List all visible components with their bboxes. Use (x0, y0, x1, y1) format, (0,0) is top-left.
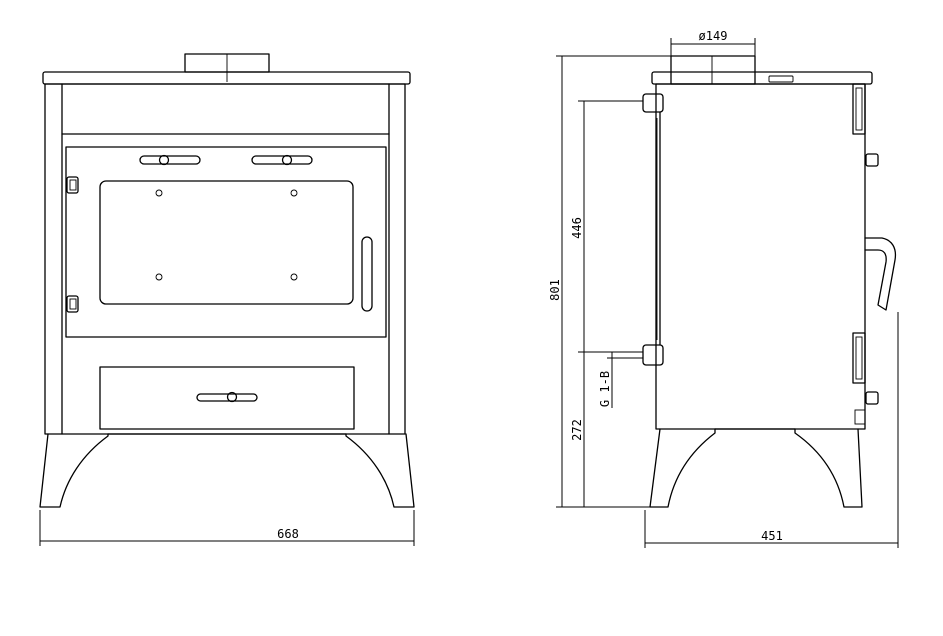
front-view: 668 (39, 53, 415, 546)
side-flue-collar (670, 55, 756, 85)
dimension-leg-height: 272 (570, 352, 585, 507)
side-body (655, 83, 866, 430)
flue-diameter-label: ø149 (699, 29, 728, 43)
dimension-door-height: 446 (570, 100, 643, 353)
door-hinge-top (66, 176, 79, 194)
front-top-plate (42, 71, 411, 85)
side-view: 451 ø149 801 446 272 (548, 29, 899, 548)
side-leg-front (649, 428, 716, 508)
water-connection-callout: G 1-B (598, 352, 613, 408)
front-body (44, 83, 406, 435)
leg-height-label: 272 (570, 419, 584, 441)
side-top-pipe (642, 93, 664, 113)
depth-label: 451 (761, 529, 783, 543)
front-door (65, 146, 387, 338)
front-door-glass (99, 180, 354, 305)
ash-drawer-handle (196, 393, 258, 402)
front-leg-right (345, 433, 415, 508)
air-slider-left (139, 155, 201, 165)
door-hinge-bottom (66, 295, 79, 313)
air-slider-right (251, 155, 313, 165)
side-top-plate (651, 71, 873, 85)
dimension-depth: 451 (644, 312, 899, 548)
side-leg-rear (794, 428, 863, 508)
dimension-flue: ø149 (670, 29, 756, 56)
door-height-label: 446 (570, 217, 584, 239)
dimension-height: 801 (548, 55, 671, 508)
door-handle (361, 236, 373, 312)
side-bottom-pipe (642, 344, 664, 366)
side-rear-panel-top (852, 83, 866, 135)
dimension-width: 668 (39, 510, 415, 546)
width-label: 668 (277, 527, 299, 541)
front-leg-left (39, 433, 109, 508)
rear-valve-top (865, 153, 879, 167)
side-rear-panel-bottom (852, 332, 866, 384)
rear-valve-bottom (865, 391, 879, 405)
rear-flue-outlet (864, 237, 897, 311)
water-connection-label: G 1-B (598, 371, 612, 407)
ash-drawer (99, 366, 355, 430)
height-label: 801 (548, 279, 562, 301)
